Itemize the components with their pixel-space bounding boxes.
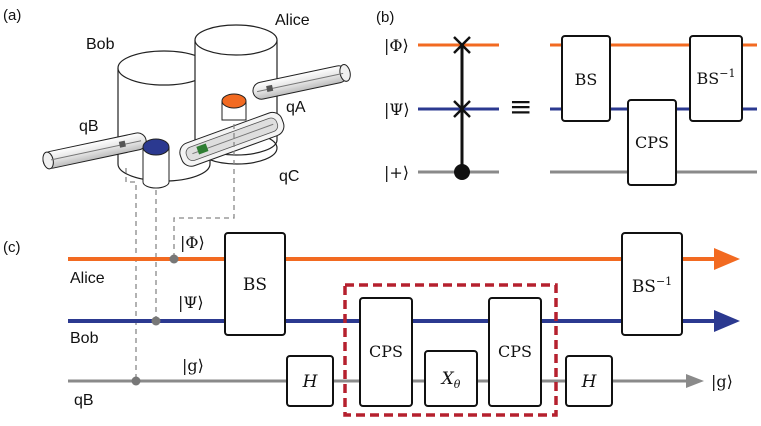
c-label-bob: Bob (70, 330, 99, 347)
c-bs-label: BS (243, 275, 267, 295)
c-x-theta-label: Xθ (440, 369, 461, 391)
c-bs-inv-label: BS−1 (632, 275, 672, 297)
c-x-theta-gate (424, 350, 478, 407)
swap-cross-bottom (453, 100, 471, 118)
b-cps-label: CPS (635, 133, 669, 152)
b-bs-label: BS (575, 70, 598, 89)
qA-tube (252, 64, 351, 100)
b-bs-inv-gate (689, 35, 743, 122)
tap-point-qB (131, 376, 141, 386)
qB-tube (42, 132, 147, 170)
qB-arrowhead (686, 374, 704, 388)
bob-arrowhead (714, 310, 740, 332)
tap-point-alice (169, 254, 179, 264)
panel-label-b: (b) (376, 9, 394, 26)
qA-qubit-post (221, 93, 247, 121)
b-bs-inv-label: BS−1 (697, 67, 736, 88)
c-bs-inv-gate (621, 232, 683, 336)
qC-chip (179, 111, 285, 167)
c-ket-g-in: |g⟩ (182, 356, 204, 375)
alice-arrowhead (714, 248, 740, 270)
b-bs-gate (561, 35, 611, 122)
equivalence-symbol: ≡ (509, 90, 532, 123)
panel-label-c: (c) (3, 239, 21, 256)
c-cps1-label: CPS (369, 342, 403, 361)
control-dot (454, 164, 470, 180)
c-label-alice: Alice (70, 270, 105, 287)
c-h2-label: H (581, 372, 598, 392)
c-h2-gate (565, 355, 613, 407)
dashed-connectors (125, 124, 235, 381)
b-ket-phi: |Φ⟩ (384, 36, 409, 55)
c-cps1-gate (359, 297, 413, 407)
label-qB: qB (79, 118, 99, 135)
swap-cross-top (453, 36, 471, 54)
tap-point-bob (151, 316, 161, 326)
c-label-qB: qB (74, 392, 94, 409)
c-h1-gate (286, 355, 334, 407)
b-cps-gate (627, 99, 677, 186)
qB-qubit-post (142, 138, 170, 189)
panel-b-circuit (418, 35, 757, 186)
label-alice: Alice (275, 12, 310, 29)
c-ket-phi: |Φ⟩ (180, 233, 205, 252)
label-qC: qC (279, 168, 299, 185)
panel-c-circuit (68, 232, 740, 417)
b-ket-plus: |+⟩ (384, 163, 409, 182)
c-cps2-label: CPS (498, 342, 532, 361)
apparatus-drawing (42, 24, 351, 381)
c-ket-psi: |Ψ⟩ (178, 293, 204, 312)
label-qA: qA (286, 99, 306, 116)
panel-label-a: (a) (3, 7, 21, 24)
c-bs-gate (224, 232, 286, 336)
c-h1-label: H (302, 372, 319, 392)
c-ket-g-out: |g⟩ (711, 372, 733, 391)
phase-gate-region (343, 283, 558, 417)
label-bob: Bob (86, 36, 115, 53)
b-ket-psi: |Ψ⟩ (384, 100, 410, 119)
c-cps2-gate (488, 297, 542, 407)
